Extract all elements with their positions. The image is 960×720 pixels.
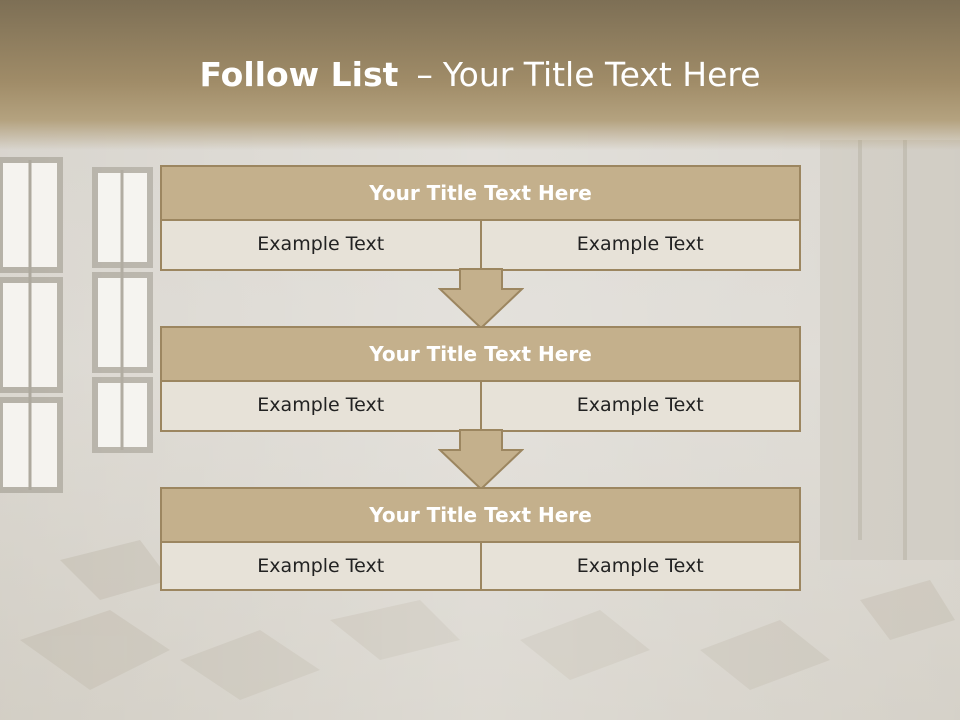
step-row: Example Text Example Text <box>160 221 801 271</box>
step-box-2: Your Title Text Here Example Text Exampl… <box>160 326 801 432</box>
step-title: Your Title Text Here <box>160 165 801 221</box>
step-cell-left: Example Text <box>160 221 482 271</box>
step-box-3: Your Title Text Here Example Text Exampl… <box>160 487 801 591</box>
slide-title: Follow List–Your Title Text Here <box>0 52 960 98</box>
slide-title-separator: – <box>416 55 433 94</box>
step-cell-left: Example Text <box>160 382 482 432</box>
step-row: Example Text Example Text <box>160 382 801 432</box>
slide-title-rest: Your Title Text Here <box>442 55 761 94</box>
step-box-1: Your Title Text Here Example Text Exampl… <box>160 165 801 271</box>
down-arrow-icon <box>438 268 524 330</box>
step-cell-right: Example Text <box>479 543 801 591</box>
step-cell-left: Example Text <box>160 543 482 591</box>
step-row: Example Text Example Text <box>160 543 801 591</box>
title-band <box>0 0 960 150</box>
step-title: Your Title Text Here <box>160 487 801 543</box>
down-arrow-icon <box>438 429 524 491</box>
slide-title-bold: Follow List <box>199 55 399 94</box>
step-title: Your Title Text Here <box>160 326 801 382</box>
step-cell-right: Example Text <box>479 382 801 432</box>
step-cell-right: Example Text <box>479 221 801 271</box>
